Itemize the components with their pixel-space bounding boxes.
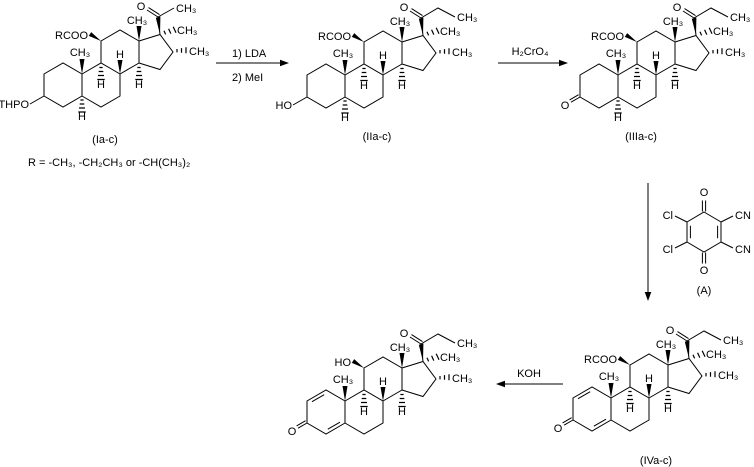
substituent-label-rcoo: RCOO	[591, 31, 624, 43]
propionyl-chain	[693, 7, 751, 25]
quinone-ring-bonds	[674, 200, 734, 264]
skeleton	[306, 1, 473, 109]
skeleton	[306, 327, 473, 435]
reagent-label-h2cro4: H₂CrO₄	[512, 46, 549, 58]
c3-ketone	[560, 94, 581, 113]
structure-final-product: HO	[287, 327, 478, 439]
reagent-a-caption: (A)	[697, 285, 712, 297]
skeleton	[579, 1, 746, 109]
atom-label-cn-top: CN	[735, 210, 751, 222]
compound-caption-4: (IVa-c)	[640, 455, 672, 467]
atom-label-o-top: O	[700, 187, 709, 199]
structure-IIIa-c: RCOO (IIIa-c)	[560, 1, 751, 143]
reagent-label-koh: KOH	[517, 368, 541, 380]
c5-h	[77, 99, 87, 124]
atom-label-cn-bottom: CN	[735, 244, 751, 256]
atom-label-cl-top: Cl	[663, 210, 673, 222]
atom-label-cl-bottom: Cl	[663, 244, 673, 256]
substituent-label-rcoo: RCOO	[55, 30, 88, 42]
ring-a-diene	[577, 391, 607, 427]
c3-ketone	[553, 417, 574, 436]
substituent-label-ho-c11: HO	[335, 357, 352, 369]
reaction-arrow-step2: H₂CrO₄	[498, 46, 568, 67]
atom-label-o-bottom: O	[700, 265, 709, 277]
propionyl-chain	[686, 330, 744, 348]
compound-caption-2: (IIa-c)	[363, 131, 392, 143]
reagent-label-lda: 1) LDA	[232, 48, 267, 60]
substituent-label-thpo: THPO	[0, 99, 29, 111]
c3-bond	[29, 95, 45, 105]
r-group-legend: R = -CH₃, -CH₂CH₃ or -CH(CH₃)₂	[28, 157, 190, 169]
structure-ddq: O O Cl Cl CN CN (A)	[663, 187, 751, 297]
c3-bond	[292, 96, 308, 106]
c3-ketone	[287, 420, 308, 439]
ring-a-diene	[311, 394, 341, 430]
substituent-label-ho: HO	[276, 100, 293, 112]
arrow-head	[644, 292, 652, 301]
reagent-label-mei: 2) MeI	[232, 72, 263, 84]
propionyl-chain	[420, 333, 478, 351]
structure-IIa-c: HO RCOO (IIa-c)	[276, 1, 478, 143]
skeleton	[572, 324, 739, 432]
arrow-head	[559, 59, 568, 67]
acetyl-chain	[157, 2, 197, 18]
reaction-arrow-step1: 1) LDA 2) MeI	[216, 48, 289, 84]
reaction-arrow-step3	[644, 183, 652, 301]
arrow-head	[496, 380, 505, 388]
skeleton	[43, 0, 210, 108]
reaction-arrow-step4: KOH	[496, 368, 563, 388]
compound-caption-3: (IIIa-c)	[625, 131, 657, 143]
substituent-label-rcoo: RCOO	[318, 31, 351, 43]
c5-h	[340, 100, 350, 125]
compound-caption-1: (Ia-c)	[92, 134, 118, 146]
c5-h	[613, 100, 623, 125]
substituent-label-rcoo: RCOO	[584, 354, 617, 366]
structure-Ia-c: THPO RCOO (Ia-c)	[0, 0, 210, 146]
propionyl-chain	[420, 7, 478, 25]
arrow-head	[280, 59, 289, 67]
structure-IVa-c: RCOO (IVa-c)	[553, 324, 744, 467]
